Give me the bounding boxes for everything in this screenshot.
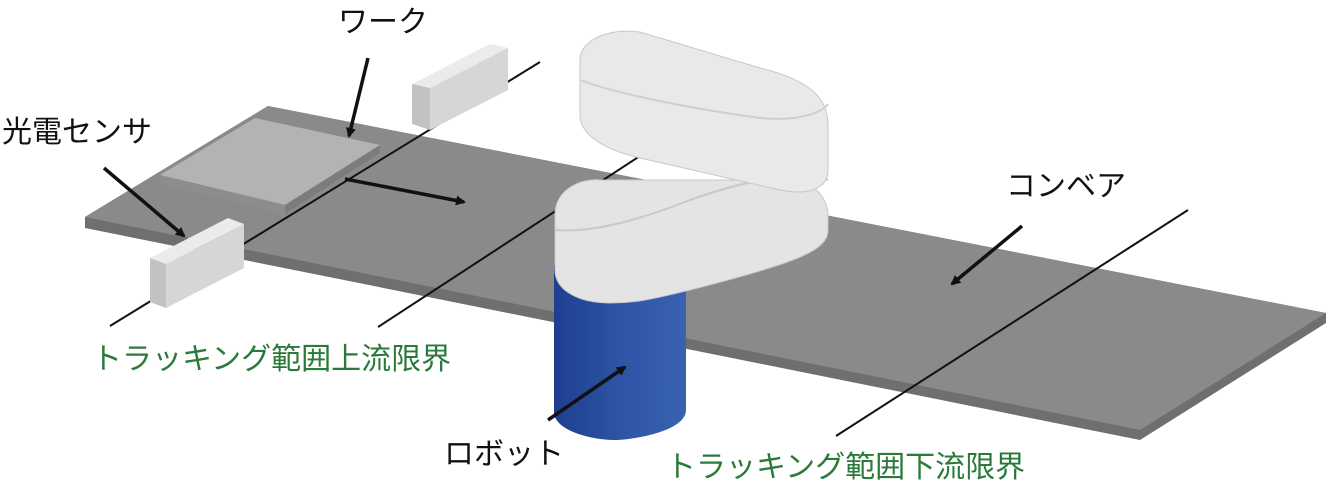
downstream-limit-line: [835, 209, 1189, 437]
robot-base: [554, 265, 686, 440]
downstream-limit-label: トラッキング範囲下流限界: [666, 450, 1026, 485]
work-arrow: [346, 57, 370, 138]
robot-label: ロボット: [444, 437, 564, 472]
sensor-label: 光電センサ: [2, 115, 152, 150]
robot-arm-upper: [579, 30, 829, 193]
work-label: ワーク: [338, 5, 428, 40]
robot-arm-lower: [554, 179, 829, 304]
upstream-limit-label: トラッキング範囲上流限界: [92, 342, 452, 377]
scara-robot: [554, 30, 829, 440]
robot-arrow: [547, 365, 627, 422]
photoelectric-sensor-near: [150, 218, 244, 308]
workpiece: [160, 118, 380, 214]
conveyor-arrow: [950, 224, 1024, 286]
motion-arrow: [344, 177, 466, 206]
conveyor-label: コンベア: [1006, 169, 1126, 204]
photoelectric-sensor-far: [412, 44, 508, 130]
sensor-arrow: [102, 166, 186, 238]
